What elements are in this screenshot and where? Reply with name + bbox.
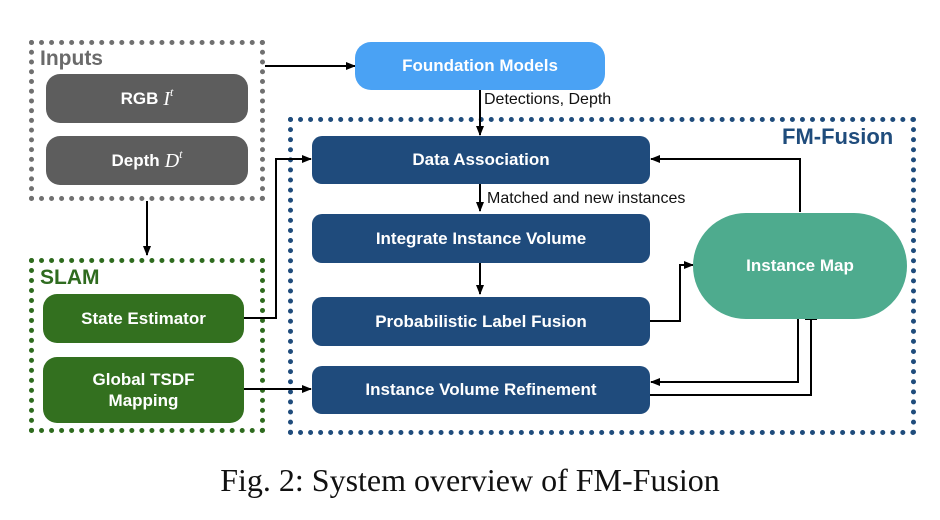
rgb-math-symbol: It [163, 85, 173, 112]
rgb-symbol: I [163, 88, 171, 110]
foundation-models-node[interactable]: Foundation Models [355, 42, 605, 90]
instance-volume-refinement-node[interactable]: Instance Volume Refinement [312, 366, 650, 414]
data-association-label: Data Association [412, 150, 550, 170]
slam-group [29, 258, 265, 433]
edge-instance-map-to-data-association [650, 155, 801, 212]
edge-state-estimator-to-data-association [243, 155, 312, 319]
global-tsdf-label: Global TSDF Mapping [92, 369, 195, 410]
foundation-models-label: Foundation Models [402, 56, 558, 76]
slam-group-title: SLAM [40, 266, 100, 289]
depth-symbol: D [164, 150, 180, 172]
instance-map-node[interactable]: Instance Map [693, 213, 907, 319]
matched-new-instances-label: Matched and new instances [487, 190, 686, 207]
data-association-node[interactable]: Data Association [312, 136, 650, 184]
fm-fusion-group [288, 117, 916, 435]
instance-volume-refinement-label: Instance Volume Refinement [365, 380, 597, 400]
integrate-instance-volume-node[interactable]: Integrate Instance Volume [312, 214, 650, 263]
instance-map-label: Instance Map [746, 256, 854, 276]
depth-math-symbol: Dt [165, 147, 183, 174]
global-tsdf-node[interactable]: Global TSDF Mapping [43, 357, 244, 423]
inputs-group [29, 40, 265, 201]
rgb-superscript: t [170, 85, 174, 99]
probabilistic-label-fusion-label: Probabilistic Label Fusion [375, 311, 587, 331]
inputs-group-title: Inputs [40, 47, 103, 70]
state-estimator-node[interactable]: State Estimator [43, 294, 244, 343]
edge-instance-map-to-refinement [650, 317, 799, 386]
probabilistic-label-fusion-node[interactable]: Probabilistic Label Fusion [312, 297, 650, 346]
edge-label-fusion-to-instance-map [649, 261, 694, 322]
fm-fusion-group-title: FM-Fusion [782, 124, 894, 149]
depth-label: Depth [111, 150, 160, 170]
integrate-instance-volume-label: Integrate Instance Volume [375, 228, 587, 248]
figure-caption: Fig. 2: System overview of FM-Fusion [220, 462, 720, 498]
detections-depth-label: Detections, Depth [484, 91, 612, 108]
edge-refinement-to-instance-map [649, 319, 812, 396]
rgb-label: RGB [120, 88, 159, 108]
depth-superscript: t [179, 147, 183, 161]
state-estimator-label: State Estimator [81, 308, 206, 328]
